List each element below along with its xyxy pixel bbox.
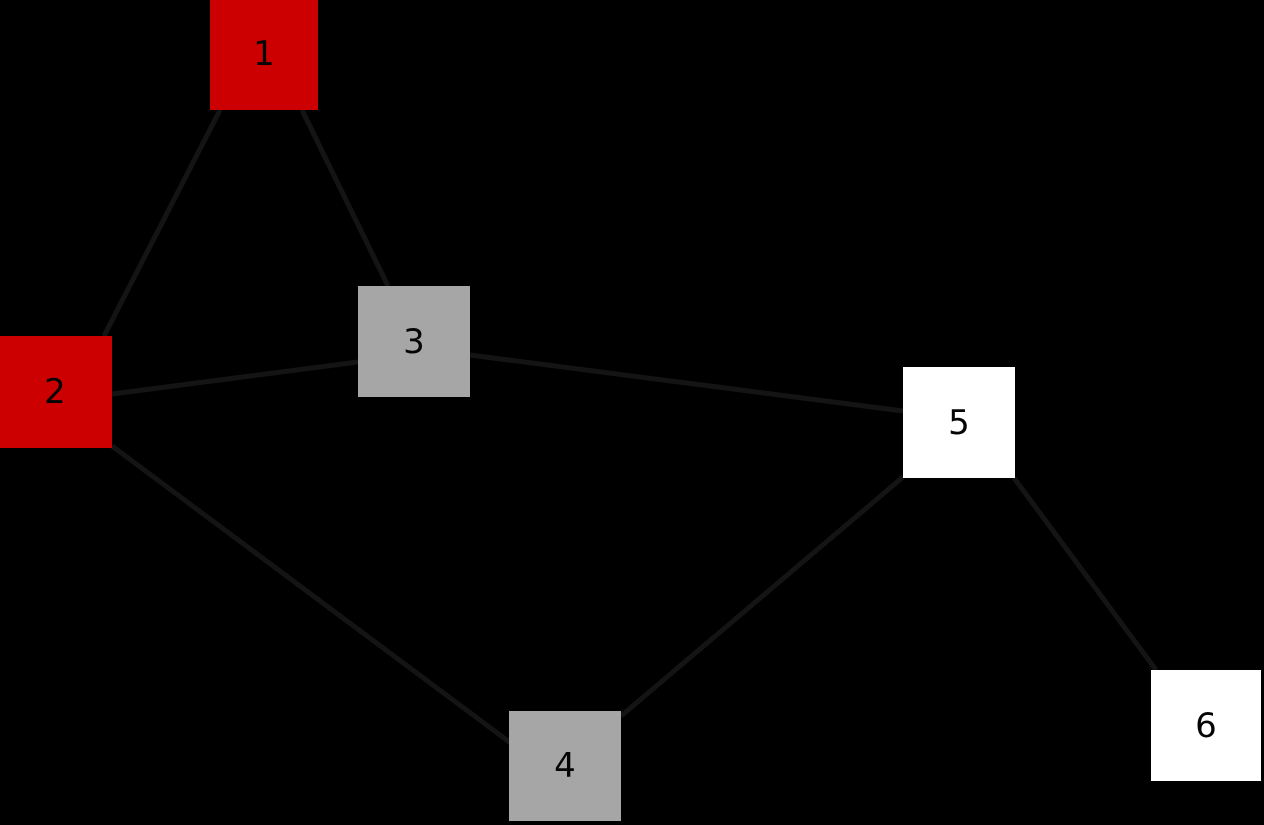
graph-edge-2-4: [110, 443, 514, 747]
graph-node-4[interactable]: 4: [509, 711, 621, 821]
graph-edge-1-3: [299, 108, 391, 288]
graph-node-2[interactable]: 2: [0, 336, 112, 448]
graph-node-label-3: 3: [403, 321, 425, 362]
graph-node-label-6: 6: [1195, 705, 1217, 746]
graph-node-label-5: 5: [948, 402, 970, 443]
graph-edge-1-2: [101, 108, 223, 338]
graph-node-label-1: 1: [253, 34, 275, 74]
graph-edge-4-5: [619, 475, 905, 718]
graph-node-label-2: 2: [44, 372, 66, 412]
graph-node-label-4: 4: [554, 746, 576, 786]
graph-node-6[interactable]: 6: [1151, 670, 1261, 781]
graph-edge-2-3: [111, 359, 359, 397]
graph-node-5[interactable]: 5: [903, 367, 1015, 478]
graph-node-1[interactable]: 1: [210, 0, 318, 110]
graph-edge-3-5: [469, 352, 904, 414]
graph-node-3[interactable]: 3: [358, 286, 470, 397]
graph-edge-5-6: [1011, 476, 1159, 672]
